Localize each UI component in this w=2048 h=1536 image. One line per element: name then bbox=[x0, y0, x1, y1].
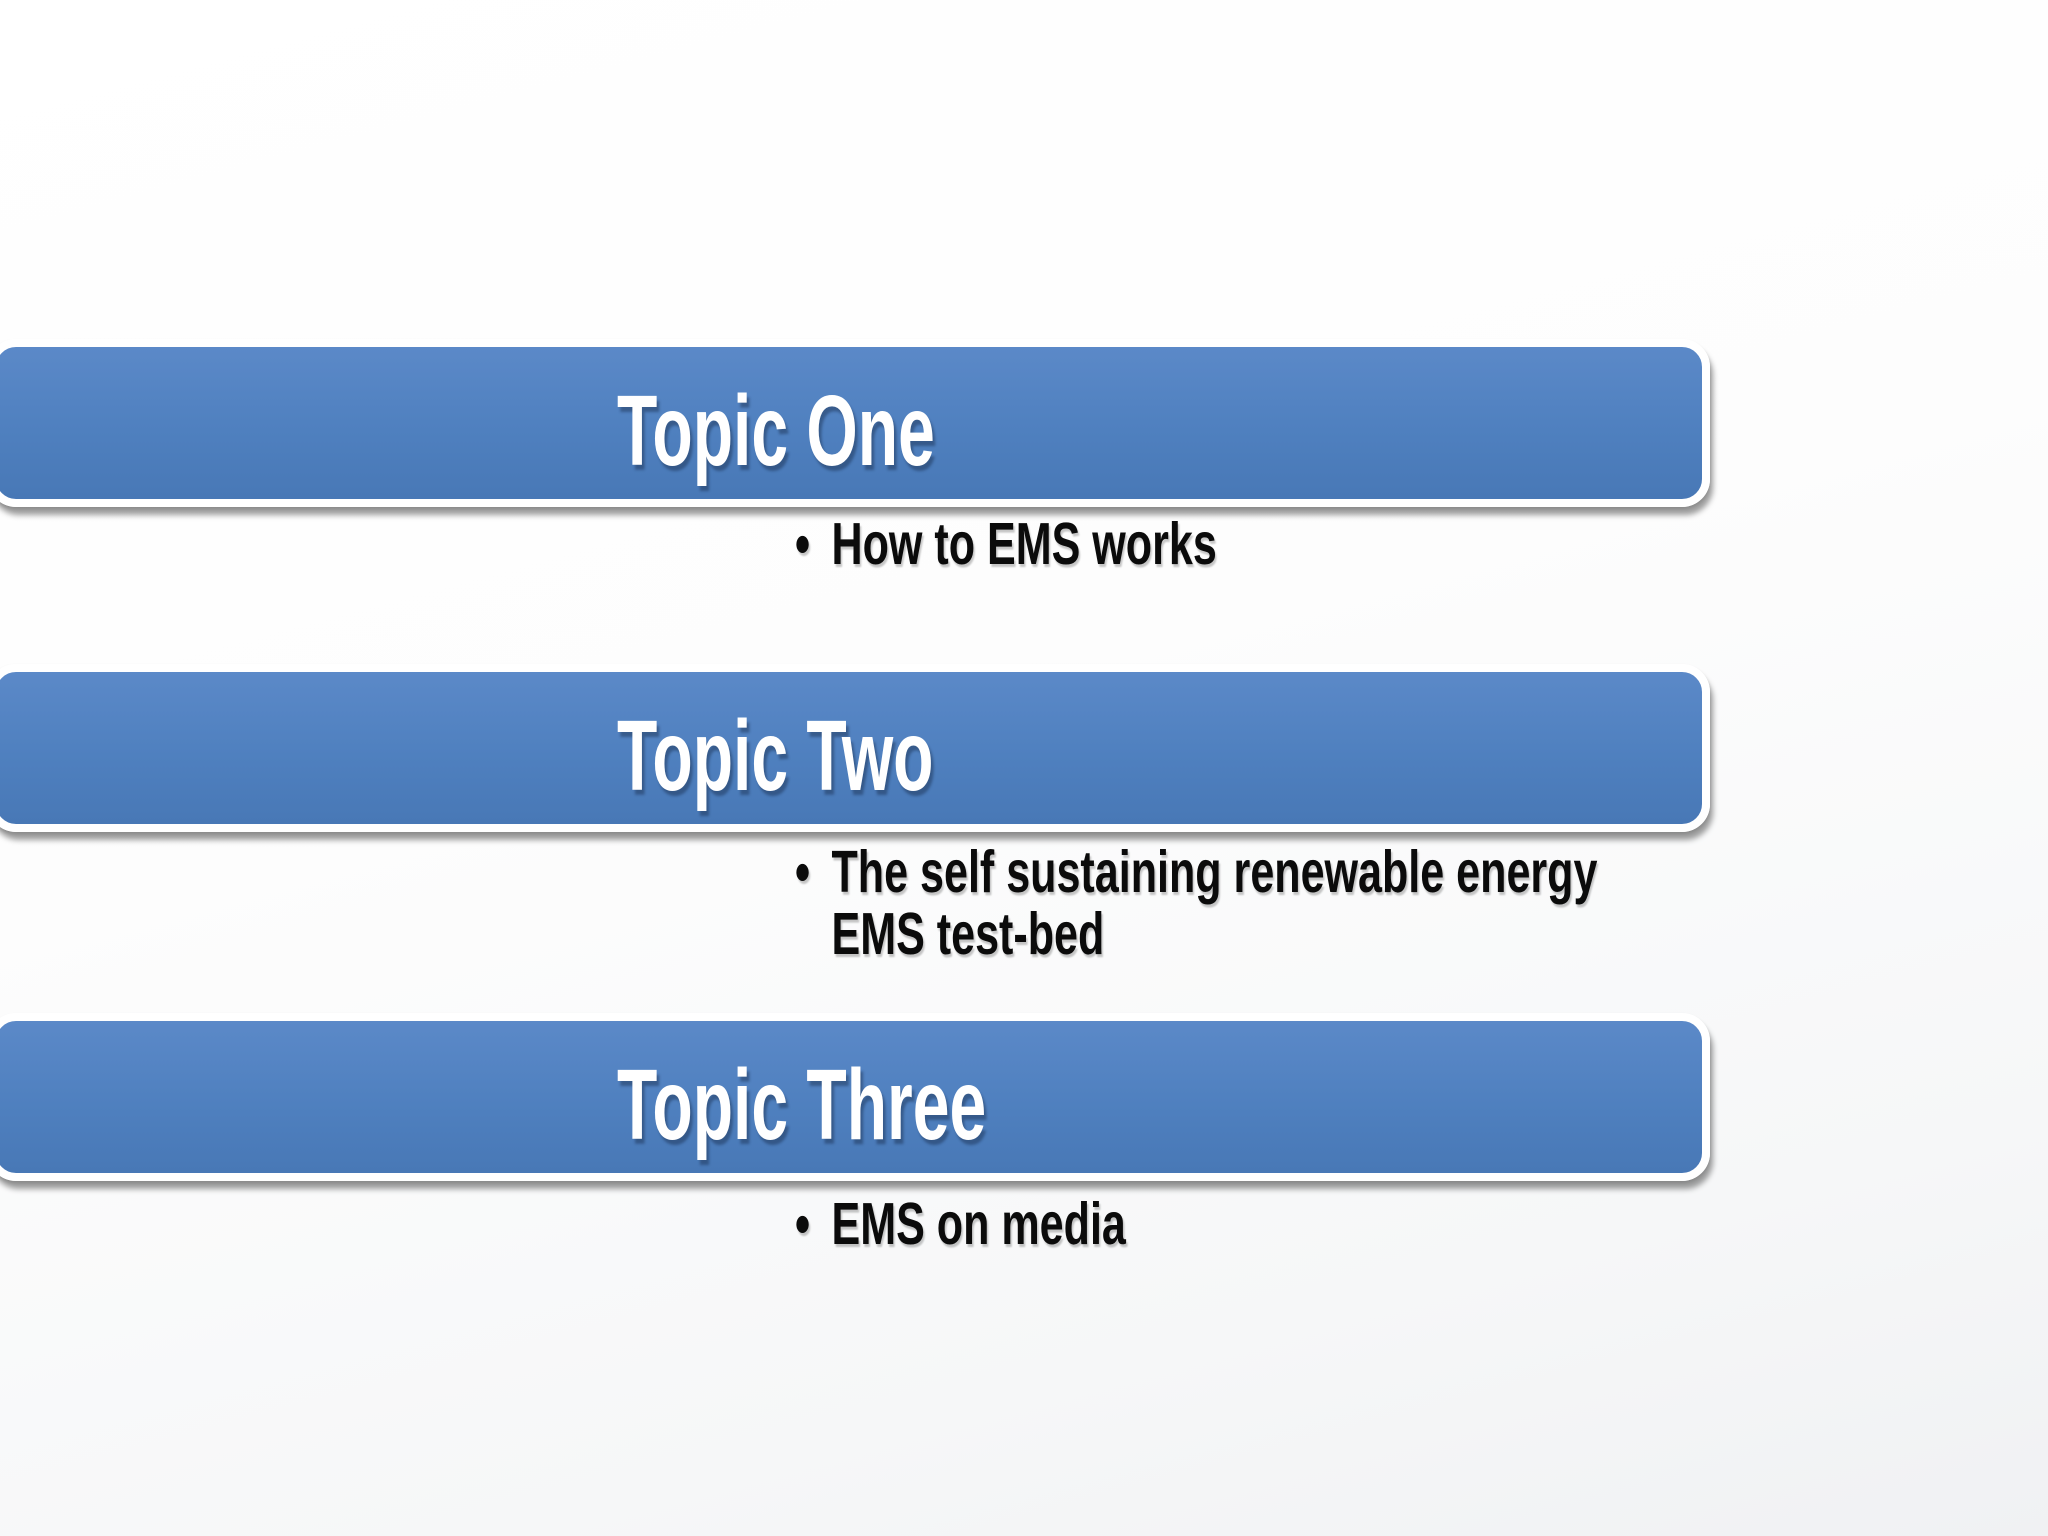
topic-one-banner bbox=[0, 339, 1710, 507]
topic-three-banner bbox=[0, 1013, 1710, 1181]
bullet-line: How to EMS works bbox=[831, 511, 1217, 577]
topic-two-title: Topic Two bbox=[617, 700, 934, 812]
topic-one-bullet: • How to EMS works bbox=[795, 513, 1217, 575]
bullet-dot-icon: • bbox=[795, 511, 811, 577]
topic-one-title: Topic One bbox=[617, 375, 935, 487]
topic-two-banner bbox=[0, 664, 1710, 832]
bullet-line: EMS on media bbox=[831, 1191, 1126, 1257]
bullet-text: How to EMS works bbox=[832, 513, 1217, 575]
bullet-dot-icon: • bbox=[795, 839, 811, 905]
bullet-line: EMS test-bed bbox=[831, 901, 1105, 967]
bullet-dot-icon: • bbox=[795, 1191, 811, 1257]
bullet-text: EMS on media bbox=[832, 1193, 1126, 1255]
bullet-text: The self sustaining renewable energy EMS… bbox=[832, 841, 1598, 965]
topic-two-bullet: • The self sustaining renewable energy E… bbox=[795, 841, 1597, 965]
bullet-line: The self sustaining renewable energy bbox=[831, 839, 1598, 905]
topic-three-title: Topic Three bbox=[617, 1049, 987, 1161]
topic-three-bullet: • EMS on media bbox=[795, 1193, 1126, 1255]
